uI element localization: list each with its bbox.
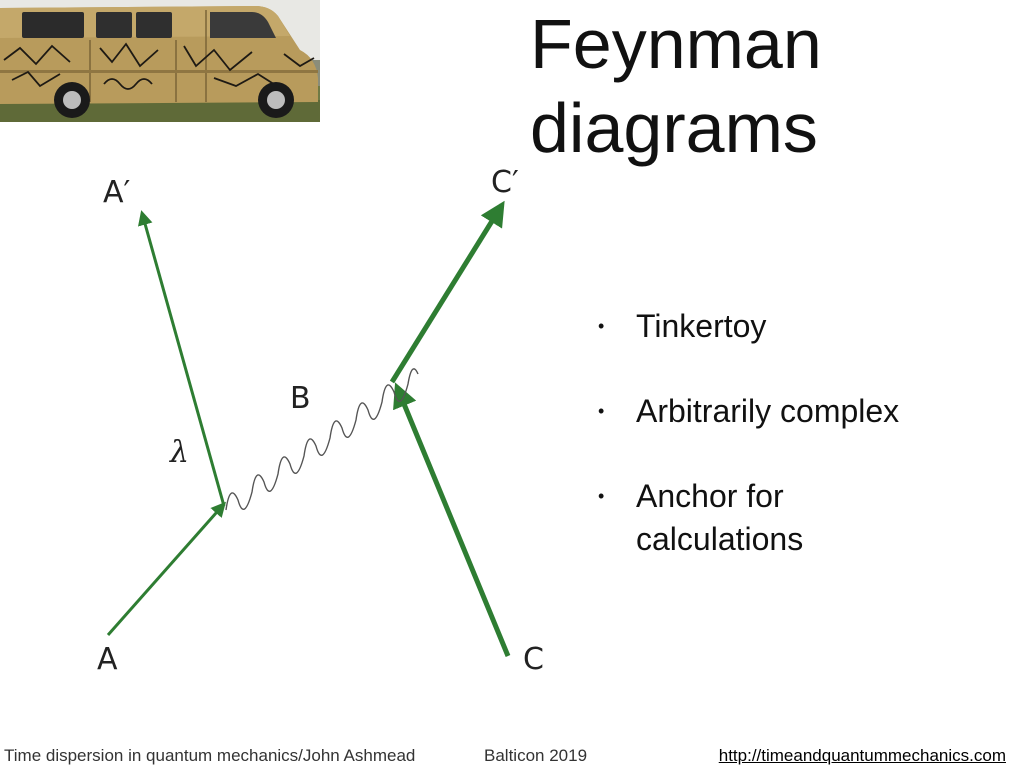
bullet-item: • Anchor for calculations [598, 475, 866, 561]
bullet-text: Arbitrarily complex [636, 393, 899, 429]
bullet-dot-icon: • [598, 475, 604, 518]
label-a: A [97, 645, 118, 675]
bullet-text: Anchor for calculations [636, 478, 803, 557]
bullet-list: • Tinkertoy • Arbitrarily complex • Anch… [598, 305, 998, 603]
photon-wavy-line [226, 369, 418, 510]
bullet-item: • Arbitrarily complex [598, 390, 998, 433]
footer-author: Time dispersion in quantum mechanics/Joh… [4, 746, 415, 766]
line-c-to-b [397, 387, 508, 656]
label-c-prime: C′ [491, 168, 519, 198]
bullet-dot-icon: • [598, 305, 604, 348]
label-b: B [290, 384, 311, 414]
label-lambda: λ [170, 438, 189, 468]
label-c: C [523, 645, 544, 675]
bullet-dot-icon: • [598, 390, 604, 433]
bullet-item: • Tinkertoy [598, 305, 998, 348]
bullet-text: Tinkertoy [636, 308, 766, 344]
line-a-to-vertex [108, 504, 224, 635]
label-a-prime: A′ [103, 178, 130, 208]
footer-website-link[interactable]: http://timeandquantummechanics.com [719, 746, 1006, 766]
footer-event: Balticon 2019 [484, 746, 587, 766]
line-b-to-c-prime [392, 205, 502, 382]
